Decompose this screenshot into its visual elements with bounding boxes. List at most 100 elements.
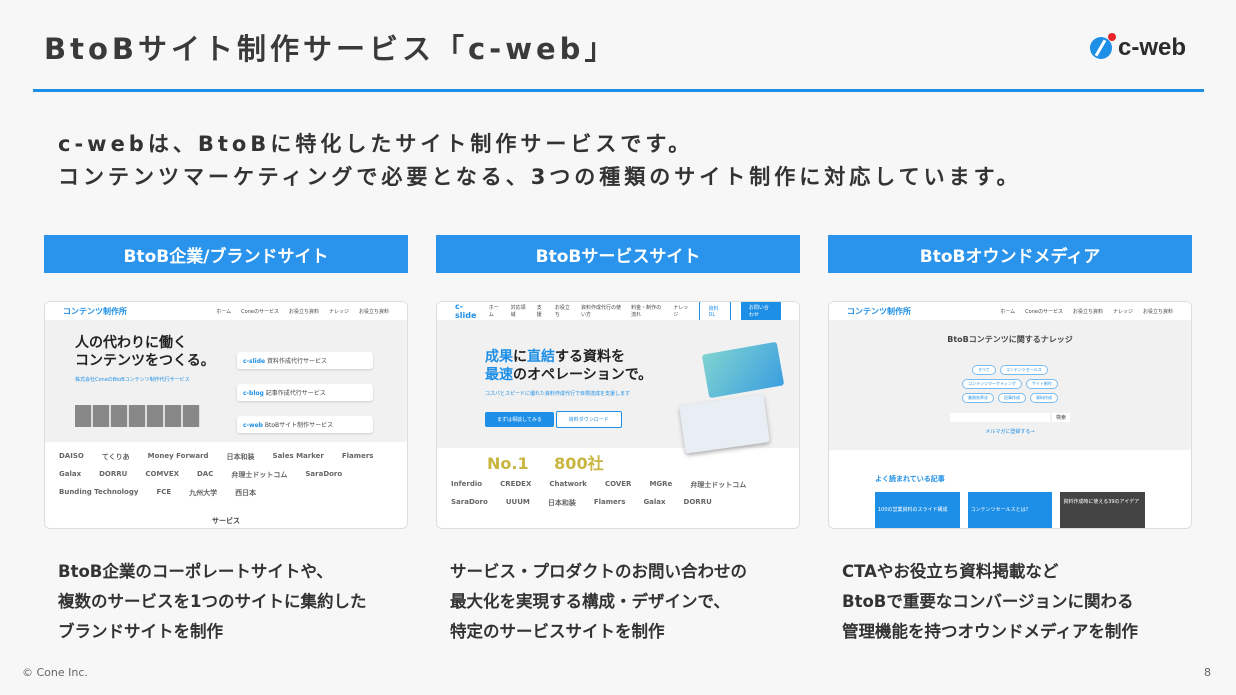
tag: 業務効率化	[962, 393, 994, 403]
thumb-nav: 料金・制作の流れ	[631, 305, 662, 318]
slide-title: BtoBサイト制作サービス「c-web」	[44, 32, 618, 66]
thumb-nav: Coneのサービス	[1025, 308, 1063, 315]
client-logo: COMVEX	[145, 470, 179, 478]
thumb-brand: コンテンツ制作所	[847, 306, 911, 316]
companies-badge: 800社	[554, 454, 604, 473]
column-service-site: BtoBサービスサイト c-slide ホーム対応領域支援お役立ち資料作成代行の…	[436, 235, 800, 647]
thumb-nav: ホーム	[1000, 308, 1016, 315]
tag: コンテンツマーケティング	[962, 379, 1022, 389]
article-card: コンテンツセールスとは？	[967, 492, 1053, 528]
column-owned-media: BtoBオウンドメディア コンテンツ制作所 ホーム Coneのサービス お役立ち資料…	[828, 235, 1192, 647]
hero-part: する資料を	[555, 349, 625, 365]
logo-mark-icon	[1090, 33, 1116, 59]
desc-line: BtoBで重要なコンバージョンに関わる	[842, 592, 1134, 611]
thumb-nav: ナレッジ	[328, 308, 349, 315]
column-heading: BtoBオウンドメディア	[828, 235, 1192, 273]
client-logo: FCE	[156, 488, 172, 496]
client-logo: 日本和装	[547, 499, 576, 507]
thumb-hero: 人の代わりに働く	[75, 335, 187, 351]
thumb-mail-link: メルマガに登録する→	[985, 429, 1035, 435]
card-label: BtoBサイト制作サービス	[264, 422, 334, 429]
thumb-nav: ナレッジ	[673, 305, 689, 318]
client-logo: Money Forward	[147, 452, 209, 460]
thumb-search-button: 検索	[1051, 413, 1070, 422]
thumb-nav: ホーム	[216, 308, 232, 315]
thumb-nav: 対応領域	[510, 305, 526, 318]
desc-line: CTAやお役立ち資料掲載など	[842, 562, 1059, 581]
thumb-nav: Coneのサービス	[241, 308, 279, 315]
column-description: サービス・プロダクトのお問い合わせの最大化を実現する構成・デザインで、特定のサー…	[436, 557, 800, 647]
header-divider	[33, 89, 1204, 92]
service-site-screenshot: c-slide ホーム対応領域支援お役立ち資料作成代行の使い方料金・制作の流れナ…	[436, 301, 800, 529]
client-logo: SaraDoro	[451, 498, 488, 506]
thumb-footer: サービス	[212, 517, 240, 525]
no1-badge: No.1	[487, 454, 529, 473]
client-logo: DAC	[197, 470, 214, 478]
client-logo: COVER	[604, 480, 632, 488]
popular-heading: よく読まれている記事	[875, 475, 945, 483]
client-logo: DAISO	[59, 452, 84, 460]
card-name: c-slide	[243, 358, 266, 365]
thumb-consult-button: まずは相談してみる	[485, 412, 554, 427]
client-logo: てくりあ	[101, 453, 130, 461]
thumb-nav: お役立ち資料	[1072, 308, 1103, 315]
column-description: BtoB企業のコーポレートサイトや、複数のサービスを1つのサイトに集約したブラン…	[44, 557, 408, 647]
card-label: 資料作成代行サービス	[267, 358, 328, 365]
thumb-sub: コスパとスピードに優れた資料作成代行で目標達成を支援します	[485, 391, 631, 397]
client-logo: DORRU	[99, 470, 128, 478]
page-number: 8	[1204, 666, 1211, 679]
hero-part: 直結	[527, 349, 555, 365]
client-logo: Bunding Technology	[59, 488, 139, 496]
client-logo: 弁理士ドットコム	[690, 481, 747, 489]
desc-line: 複数のサービスを1つのサイトに集約した	[58, 592, 367, 611]
client-logo: MGRe	[649, 480, 673, 488]
client-logo: 九州大学	[189, 489, 218, 497]
card-name: c-web	[243, 422, 263, 429]
hero-part: に	[513, 349, 527, 365]
team-photos	[75, 405, 200, 427]
column-heading: BtoB企業/ブランドサイト	[44, 235, 408, 273]
column-description: CTAやお役立ち資料掲載など BtoBで重要なコンバージョンに関わる管理機能を持つ…	[828, 557, 1192, 647]
hero-part: 最速	[485, 367, 513, 383]
desc-line: サービス・プロダクトのお問い合わせの	[450, 562, 747, 581]
tag: 資料作成	[1030, 393, 1058, 403]
thumb-contact-button: お問い合わせ	[740, 302, 782, 321]
client-logo: Inferdio	[451, 480, 483, 488]
thumb-download-button: 資料ダウンロード	[555, 411, 622, 428]
tag: サイト制作	[1025, 379, 1058, 389]
thumb-nav: 支援	[536, 305, 542, 318]
client-logo: Flamers	[593, 498, 626, 506]
thumb-nav: ナレッジ	[1112, 308, 1133, 315]
copyright: © Cone Inc.	[22, 666, 88, 679]
lead-line: c-webは、BtoBに特化したサイト制作サービスです。	[58, 132, 694, 156]
article-card: 資料作成時に使える39のアイデア	[1060, 492, 1146, 528]
card-name: c-blog	[243, 390, 264, 397]
lead-line: コンテンツマーケティングで必要となる、3つの種類のサイト制作に対応しています。	[58, 165, 1022, 189]
hero-part: 成果	[485, 349, 513, 365]
desc-line: 最大化を実現する構成・デザインで、	[450, 592, 730, 611]
client-logo: 弁理士ドットコム	[231, 471, 288, 479]
tag: すべて	[972, 365, 996, 375]
tag-list: すべてコンテンツセールスコンテンツマーケティングサイト制作業務効率化記事作成資料…	[945, 365, 1075, 403]
slide-mockup	[679, 394, 770, 454]
thumb-hero: コンテンツをつくる。	[75, 353, 215, 369]
client-logo: CREDEX	[500, 480, 532, 488]
desc-line: 特定のサービスサイトを制作	[450, 622, 665, 641]
tag: 記事作成	[998, 393, 1026, 403]
thumb-nav: ホーム	[488, 305, 499, 318]
thumb-brand: c-slide	[455, 302, 477, 320]
c-web-logo: c-web	[1090, 33, 1186, 62]
thumb-sub: 株式会社ConeのBtoBコンテンツ制作代行サービス	[75, 377, 190, 383]
desc-line: 管理機能を持つオウンドメディアを制作	[842, 622, 1138, 641]
client-logo: Sales Marker	[272, 452, 324, 460]
thumb-brand: コンテンツ制作所	[63, 306, 127, 316]
thumb-dl-button: 資料DL	[699, 302, 731, 322]
client-logo: 西日本	[235, 489, 257, 497]
client-logo: Galax	[643, 498, 666, 506]
desc-line: ブランドサイトを制作	[58, 622, 223, 641]
column-heading: BtoBサービスサイト	[436, 235, 800, 273]
